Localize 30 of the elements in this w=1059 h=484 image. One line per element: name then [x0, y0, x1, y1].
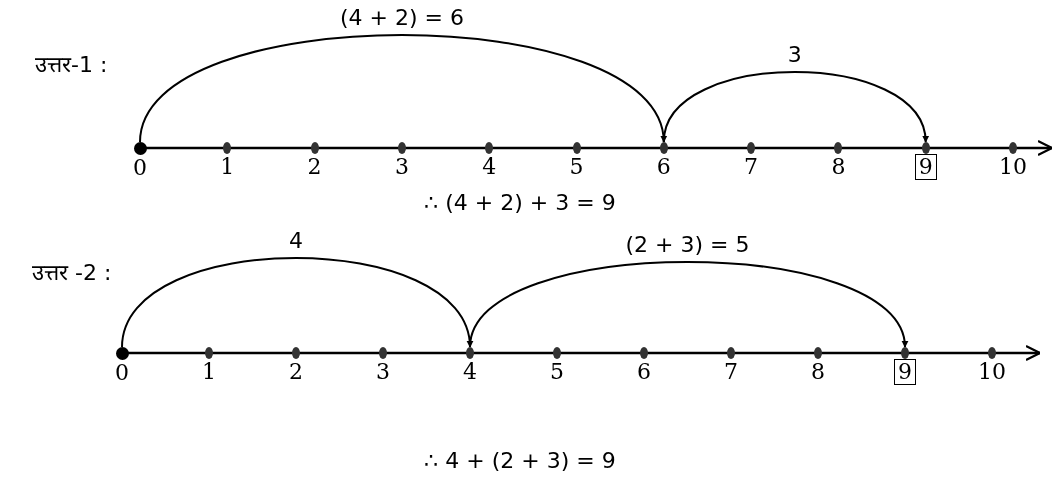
answer-label: उत्तर -2 : [32, 259, 112, 286]
number-line-point: 3 [379, 142, 424, 186]
result-equation: ∴ (4 + 2) + 3 = 9 [424, 190, 616, 215]
number-line-point: 6 [641, 142, 686, 186]
number-line-point: 0 [100, 347, 144, 391]
number-line-point: 1 [187, 347, 231, 391]
number-line-point: 7 [709, 347, 753, 391]
number-line-point: 5 [554, 142, 599, 186]
jump-arc-arrow [662, 71, 928, 143]
number-line-point: 4 [467, 142, 512, 186]
number-line-point: 9 [883, 347, 927, 391]
number-line-point: 4 [448, 347, 492, 391]
number-line-point: 8 [816, 142, 861, 186]
result-equation: ∴ 4 + (2 + 3) = 9 [424, 448, 616, 473]
number-line-point: 2 [274, 347, 318, 391]
number-line-point: 5 [535, 347, 579, 391]
number-line-point: 2 [292, 142, 337, 186]
answer-label: उत्तर-1 : [35, 51, 108, 78]
jump-arc-arrow [139, 34, 666, 143]
number-line-point: 10 [991, 142, 1035, 186]
number-line-point: 3 [361, 347, 405, 391]
number-line-point: 10 [970, 347, 1014, 391]
number-line-point: 9 [903, 142, 948, 186]
number-line-point: 6 [622, 347, 666, 391]
number-line-point: 8 [796, 347, 840, 391]
number-line-point: 7 [729, 142, 774, 186]
jump-arc-arrow [121, 257, 472, 348]
number-line-point: 1 [205, 142, 250, 186]
number-line-point: 0 [118, 142, 162, 186]
jump-arc-arrow [469, 261, 907, 348]
